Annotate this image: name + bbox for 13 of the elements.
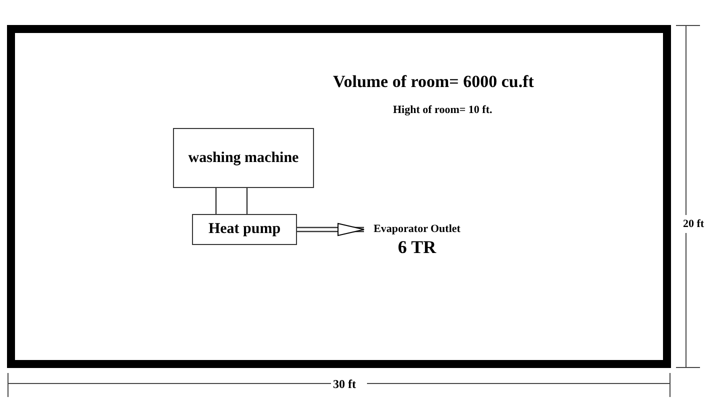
outlet-label: Evaporator Outlet bbox=[374, 222, 460, 236]
dimension-label: 20 ft bbox=[683, 216, 704, 232]
heat-pump-box bbox=[192, 214, 297, 245]
room-outline bbox=[7, 25, 671, 368]
connector-line bbox=[215, 188, 217, 214]
capacity-label: 6 TR bbox=[398, 236, 436, 258]
equipment-label: Heat pump bbox=[208, 220, 281, 240]
connector-line bbox=[246, 188, 248, 214]
equipment-label: washing machine bbox=[188, 148, 299, 168]
room-volume-text: Volume of room= 6000 cu.ft bbox=[333, 71, 534, 93]
room-height-text: Hight of room= 10 ft. bbox=[393, 103, 492, 118]
hollow-arrow bbox=[296, 223, 365, 236]
washing-machine-box bbox=[173, 128, 314, 188]
